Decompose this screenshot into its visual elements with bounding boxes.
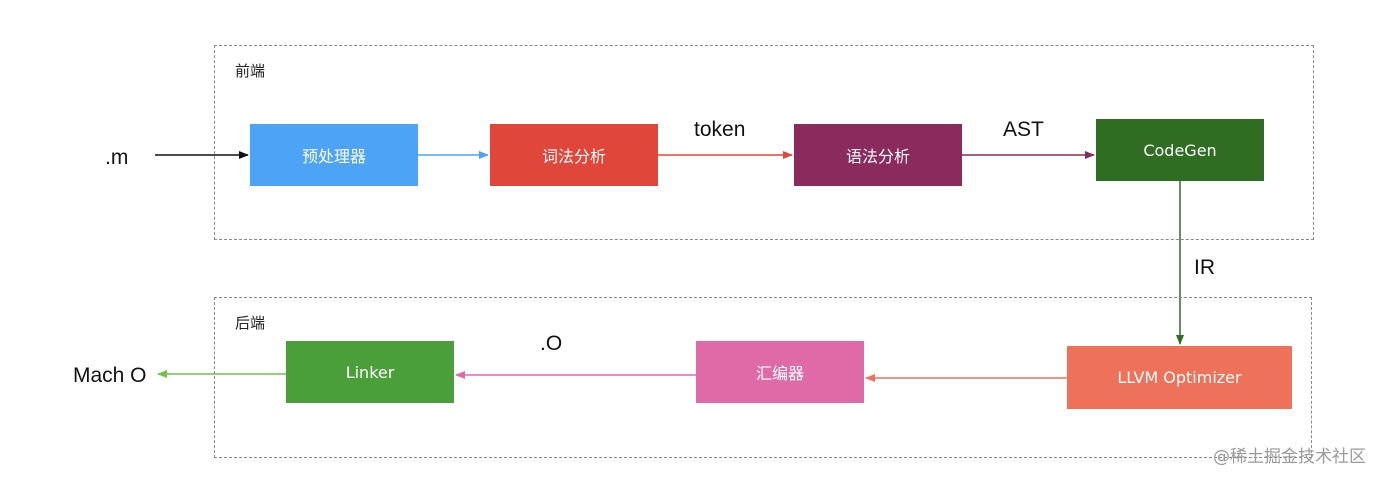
- assembler-node: 汇编器: [696, 341, 864, 403]
- ast-label: AST: [1003, 118, 1044, 141]
- linker-node: Linker: [286, 341, 454, 403]
- output-label: Mach O: [73, 364, 147, 387]
- lexer-node: 词法分析: [490, 124, 658, 186]
- frontend-group-label: 前端: [235, 62, 266, 80]
- preprocessor-node: 预处理器: [250, 124, 418, 186]
- object-label: .O: [540, 332, 563, 355]
- token-label: token: [694, 118, 746, 141]
- optimizer-node: LLVM Optimizer: [1067, 346, 1292, 409]
- backend-group: 后端: [214, 297, 1312, 458]
- parser-node: 语法分析: [794, 124, 962, 186]
- backend-group-label: 后端: [235, 314, 266, 332]
- watermark-text: @稀土掘金技术社区: [1213, 447, 1366, 467]
- ir-label: IR: [1194, 256, 1215, 279]
- input-label: .m: [105, 146, 129, 169]
- codegen-node: CodeGen: [1096, 119, 1264, 181]
- frontend-group: 前端: [214, 45, 1314, 240]
